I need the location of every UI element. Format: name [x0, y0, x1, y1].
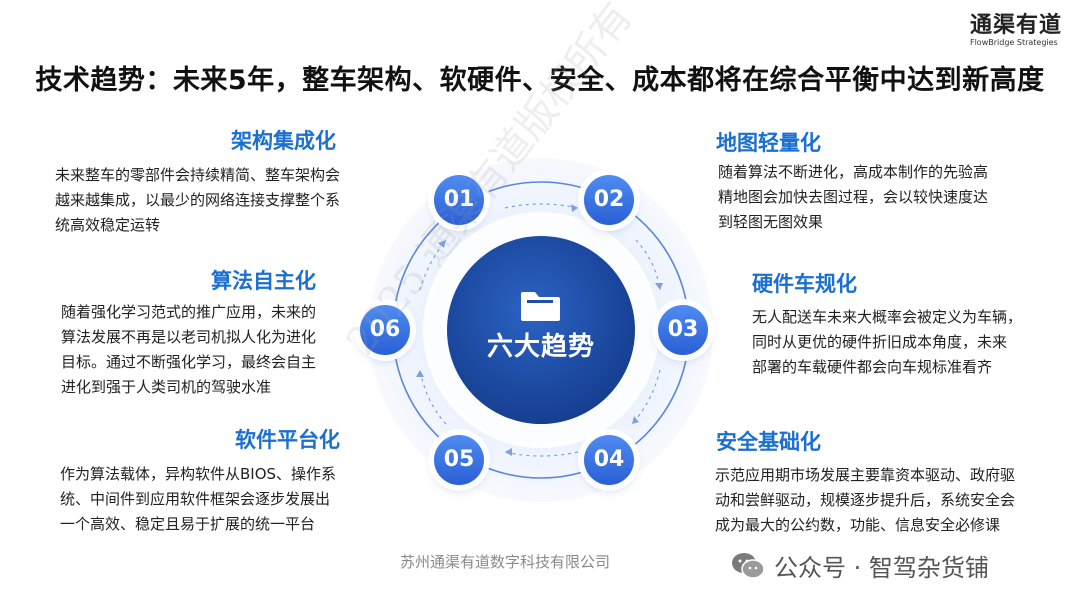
trend-4-desc: 示范应用期市场发展主要靠资本驱动、政府驱动和尝鲜驱动，规模逐步提升后，系统安全会… — [715, 466, 1016, 534]
trend-3-title: 硬件车规化 — [752, 272, 857, 296]
brand-name: 通渠有道 — [969, 13, 1062, 38]
arrow-4-5 — [504, 451, 579, 457]
node-01: 01 — [434, 175, 484, 225]
center-core — [447, 236, 635, 424]
arrow-1-2 — [504, 203, 579, 209]
brand-name-en: FlowBridge Strategies — [969, 38, 1058, 47]
trend-1-desc: 未来整车的零部件会持续精简、整车架构会越来越集成，以最少的网络连接支撑整个系统高… — [55, 166, 341, 234]
trend-6-title: 算法自主化 — [211, 269, 316, 293]
page-title: 技术趋势：未来5年，整车架构、软硬件、安全、成本都将在综合平衡中达到新高度 — [35, 65, 1045, 96]
trend-6-desc: 随着强化学习范式的推广应用，未来的算法发展不再是以老司机拟人化为进化目标。通过不… — [61, 303, 317, 396]
center-label: 六大趋势 — [486, 332, 595, 362]
trend-5-desc: 作为算法载体，异构软件从BIOS、操作系统、中间件到应用软件框架会逐步发展出一个… — [60, 465, 337, 533]
trend-5-title: 软件平台化 — [235, 428, 340, 452]
node-05: 05 — [434, 435, 484, 485]
trend-3-desc: 无人配送车未来大概率会被定义为车辆，同时从更优的硬件折旧成本角度，未来部署的车载… — [752, 308, 1023, 376]
wechat-label: 公众号 · 智驾杂货铺 — [774, 554, 989, 582]
arrow-5-6 — [419, 369, 447, 425]
trend-2-desc: 随着算法不断进化，高成本制作的先验高精地图会加快去图过程，会以较快速度达到轻图无… — [718, 163, 989, 231]
arrow-6-1 — [419, 239, 447, 291]
node-06: 06 — [360, 305, 410, 355]
arrow-heads — [416, 204, 663, 456]
footer-company: 苏州通渠有道数字科技有限公司 — [400, 553, 611, 571]
trend-1-title: 架构集成化 — [231, 129, 336, 153]
trend-2-title: 地图轻量化 — [716, 131, 821, 155]
folder-icon — [521, 292, 560, 321]
node-02: 02 — [584, 175, 634, 225]
node-04: 04 — [584, 435, 634, 485]
node-03: 03 — [658, 305, 708, 355]
wechat-account: 公众号 · 智驾杂货铺 — [730, 548, 989, 583]
brand-logo: 通渠有道 FlowBridge Strategies — [970, 14, 1062, 48]
trend-4-title: 安全基础化 — [716, 430, 821, 454]
wechat-icon — [732, 552, 765, 579]
